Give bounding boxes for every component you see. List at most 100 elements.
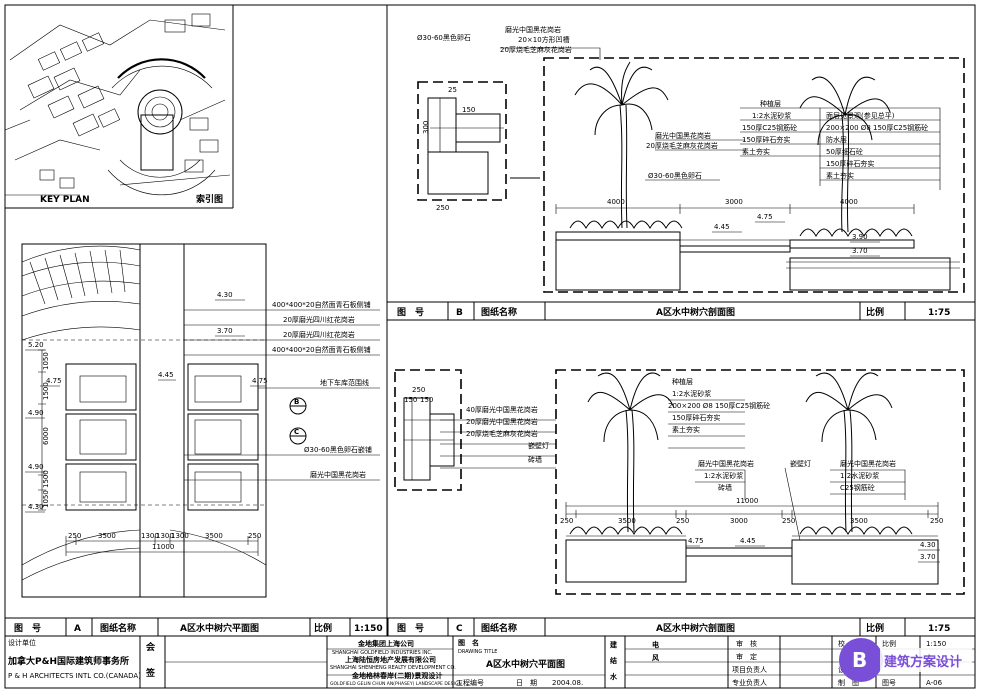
section-c [394, 369, 965, 595]
plan-dim-left-1: 1050 [42, 352, 50, 370]
sb-right-note-2: 1:2水泥砂浆 [752, 111, 791, 120]
tb-hui: 会 [146, 641, 156, 653]
watermark-text: 建筑方案设计 [884, 654, 962, 670]
marker-b: B [294, 398, 299, 406]
sc-top-note-2: 1:2水泥砂浆 [672, 389, 711, 398]
sc-top-note-4: 150厚碎石夯实 [672, 413, 720, 422]
sb-top-note-1: 磨光中国黑花岗岩 [505, 25, 561, 34]
sc-mid-note-1: 磨光中国黑花岗岩 [698, 459, 754, 468]
sc-level-1: 4.75 [688, 537, 704, 545]
section-b [417, 47, 965, 293]
sb-right2-note-1: 面层见景观(参见总平) [826, 111, 895, 120]
tb-disc-4: 电 [652, 640, 659, 649]
sc-dim-7: 250 [930, 517, 943, 525]
plan-level-8: 4.90 [28, 463, 44, 471]
tb-qian: 签 [145, 667, 156, 679]
tb-disc-1: 建 [610, 640, 618, 649]
plan-dim-3: 1300 [141, 532, 159, 540]
sc-dim-total: 11000 [736, 497, 758, 505]
sc-left-note-1: 40厚磨光中国黑花岗岩 [466, 405, 538, 414]
sc-top-note-5: 素土夯实 [672, 425, 700, 434]
plan-dim-left-5: 1050 [42, 490, 50, 508]
sc-top-note-1: 种植层 [672, 377, 693, 386]
sb-right-note-3: 150厚C25钢筋砼 [742, 123, 797, 132]
plan-dim-6: 3500 [205, 532, 223, 540]
title-bar-b: 图 号 B 图纸名称 A区水中树穴剖面图 比例 1:75 [386, 301, 976, 321]
tb-date: 2004.08. [552, 679, 583, 687]
plan-dim-1: 250 [68, 532, 81, 540]
sb-right-note-5: 素土夯实 [742, 147, 770, 156]
plan-level-9: 4.30 [28, 503, 44, 511]
bar-a-name: A区水中树穴平面图 [180, 622, 259, 634]
tb-tuming: 图 名 [458, 638, 479, 647]
plan-level-5: 4.75 [252, 377, 268, 385]
sb-top-note-2: 20×10方形凹槽 [518, 35, 570, 44]
tb-disc-5: 风 [652, 653, 659, 662]
tb-role-1: 审 核 [736, 639, 757, 648]
plan-dim-5: 1300 [171, 532, 189, 540]
tb-role-2: 审 定 [736, 652, 757, 661]
sb-left-note-1: 磨光中国黑花岗岩 [655, 131, 711, 140]
sc-left-note-4: 嵌壁灯 [528, 441, 549, 450]
sc-dim-6: 3500 [850, 517, 868, 525]
tb-role-3: 项目负责人 [732, 665, 767, 674]
key-plan-label-cn: 索引图 [196, 193, 223, 205]
tb-disc-3: 水 [610, 672, 618, 681]
tb-firm-en: P & H ARCHITECTS INTL CO.(CANADA) [8, 672, 141, 680]
tb-scale-label: 比例 [882, 639, 896, 648]
sc-top-note-3: 200×200 Ø8 150厚C25钢筋砼 [668, 401, 770, 410]
bar-c-name: A区水中树穴剖面图 [656, 622, 735, 634]
tb-role-7: 制 图 [838, 678, 859, 687]
plan-dim-total: 11000 [152, 543, 174, 551]
sb-level-1: 4.45 [714, 223, 730, 231]
plan-dim-left-4: 1500 [42, 470, 50, 488]
tb-drawing-title-en: DRAWING TITLE [458, 649, 497, 655]
plan-level-7: 4.90 [28, 409, 44, 417]
tb-drawing-title: A区水中树穴平面图 [486, 658, 565, 670]
sc-dim-4: 3000 [730, 517, 748, 525]
svg-text:B: B [852, 648, 867, 672]
sc-dim-3: 250 [676, 517, 689, 525]
sb-level-3: 3.90 [852, 233, 868, 241]
sc-detail-dim-2: 150 [404, 396, 417, 404]
plan-level-3: 4.45 [158, 371, 174, 379]
tb-client1-en: SHANGHAI GOLDFIELD INDUSTRIES INC. [332, 650, 433, 656]
plan-level-2: 3.70 [217, 327, 233, 335]
bar-c-code: C [456, 624, 463, 634]
palm-tree-1 [574, 61, 669, 229]
section-c-text: 40厚磨光中国黑花岗岩 20厚磨光中国黑花岗岩 20厚烧毛芝麻灰花岗岩 嵌壁灯 … [404, 377, 943, 561]
tb-disc-2: 结 [609, 656, 617, 665]
sb-right2-note-2: 200×200 Ø8 150厚C25钢筋砼 [826, 123, 928, 132]
sb-dim-1: 4000 [607, 198, 625, 206]
tb-gongcheng: 工程编号 [456, 678, 484, 687]
palm-tree-4 [805, 372, 893, 533]
bar-c-name-label: 图纸名称 [481, 622, 517, 634]
bar-a-code: A [74, 624, 81, 634]
sc-level-4: 3.70 [920, 553, 936, 561]
plan-level-4: 4.75 [46, 377, 62, 385]
plan-notes: 400*400*20自然面青石板侧铺 20厚磨光四川红花岗岩 20厚磨光四川红花… [28, 291, 372, 551]
tb-client1-cn: 金地集团上海公司 [357, 639, 414, 648]
marker-c: C [294, 428, 299, 436]
tb-sheet-label: 图号 [882, 679, 896, 687]
plan-note-1: 400*400*20自然面青石板侧铺 [272, 300, 371, 309]
plan-dim-2: 3500 [98, 532, 116, 540]
bar-b-scale-label: 比例 [866, 306, 884, 318]
tb-sheet: A-06 [926, 679, 943, 687]
sc-left-note-3: 20厚烧毛芝麻灰花岗岩 [466, 429, 538, 438]
sb-left-note-3: Ø30-60黑色卵石 [648, 171, 702, 180]
bar-a-scale: 1:150 [354, 624, 383, 634]
bar-c-scale: 1:75 [928, 624, 950, 634]
plan-note-2: 20厚磨光四川红花岗岩 [283, 315, 355, 324]
palm-tree-2 [799, 76, 891, 233]
sb-right-note-4: 150厚碎石夯实 [742, 135, 790, 144]
sc-left-note-5: 砖墙 [528, 455, 542, 464]
tb-client2-en: SHANGHAI SHENHENG REALTY DEVELOPMENT CO. [330, 665, 456, 671]
tb-project: 金地格林春岸(二期)景观设计 [351, 671, 442, 680]
sb-right2-note-4: 50厚细石砼 [826, 147, 863, 156]
sb-detail-dim-3: 150 [462, 106, 475, 114]
sb-dim-3: 4000 [840, 198, 858, 206]
bar-a-scale-label: 比例 [314, 622, 332, 634]
sc-left-note-2: 20厚磨光中国黑花岗岩 [466, 417, 538, 426]
sc-dim-5: 250 [782, 517, 795, 525]
